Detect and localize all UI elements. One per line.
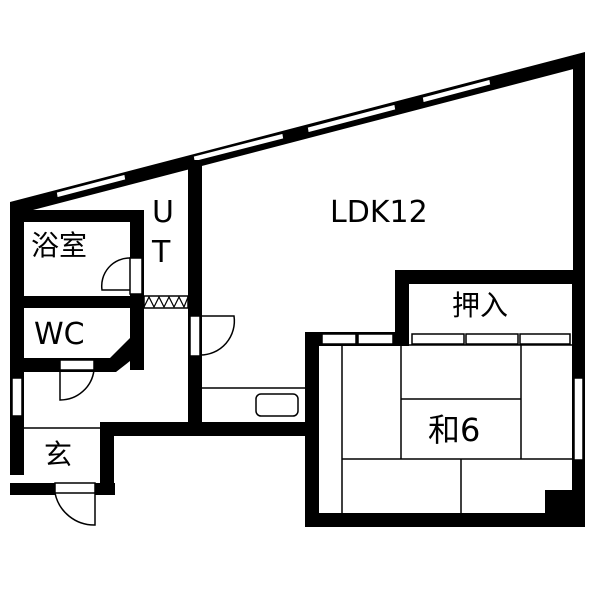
wc-door-frame [59,359,95,371]
ldk-door-frame [189,315,201,357]
bath-top-wall [24,210,144,222]
entrance-door-swing[interactable] [54,492,96,526]
room-label-entrance: 玄 [44,438,73,471]
bath-wc-divider [24,296,144,308]
washitsu-bottom-wall [305,513,585,527]
entrance-right-wall [100,425,114,495]
wc-bottom-wall [24,338,144,372]
wc-door-swing[interactable] [59,369,95,401]
room-label-ut-t: T [152,235,171,270]
room-label-ldk: LDK12 [330,195,428,230]
room-label-wc: WC [34,317,85,352]
left-window [11,377,23,417]
top-slanted-wall [10,52,585,216]
pillar [545,490,573,514]
room-label-washitsu: 和6 [428,411,481,449]
right-wall [573,55,585,273]
windows-top [55,78,492,199]
ut-ldk-wall [188,160,202,426]
washitsu-left-wall [305,332,319,527]
bath-door-frame [129,257,143,295]
closet-top-wall [395,270,585,284]
bath-door-swing[interactable] [100,257,131,291]
room-label-closet: 押入 [452,289,509,322]
left-wall [10,205,24,475]
room-label-ut-u: U [152,195,174,230]
closet-left-wall [395,270,409,345]
ldk-door-swing[interactable] [199,315,236,356]
entrance-door-frame [54,482,96,494]
sink [255,393,299,417]
tatami-mats [319,344,572,513]
washitsu-window [573,377,584,461]
middle-wall [100,422,310,436]
room-label-bath: 浴室 [31,229,88,262]
sliding-doors[interactable] [321,333,571,345]
